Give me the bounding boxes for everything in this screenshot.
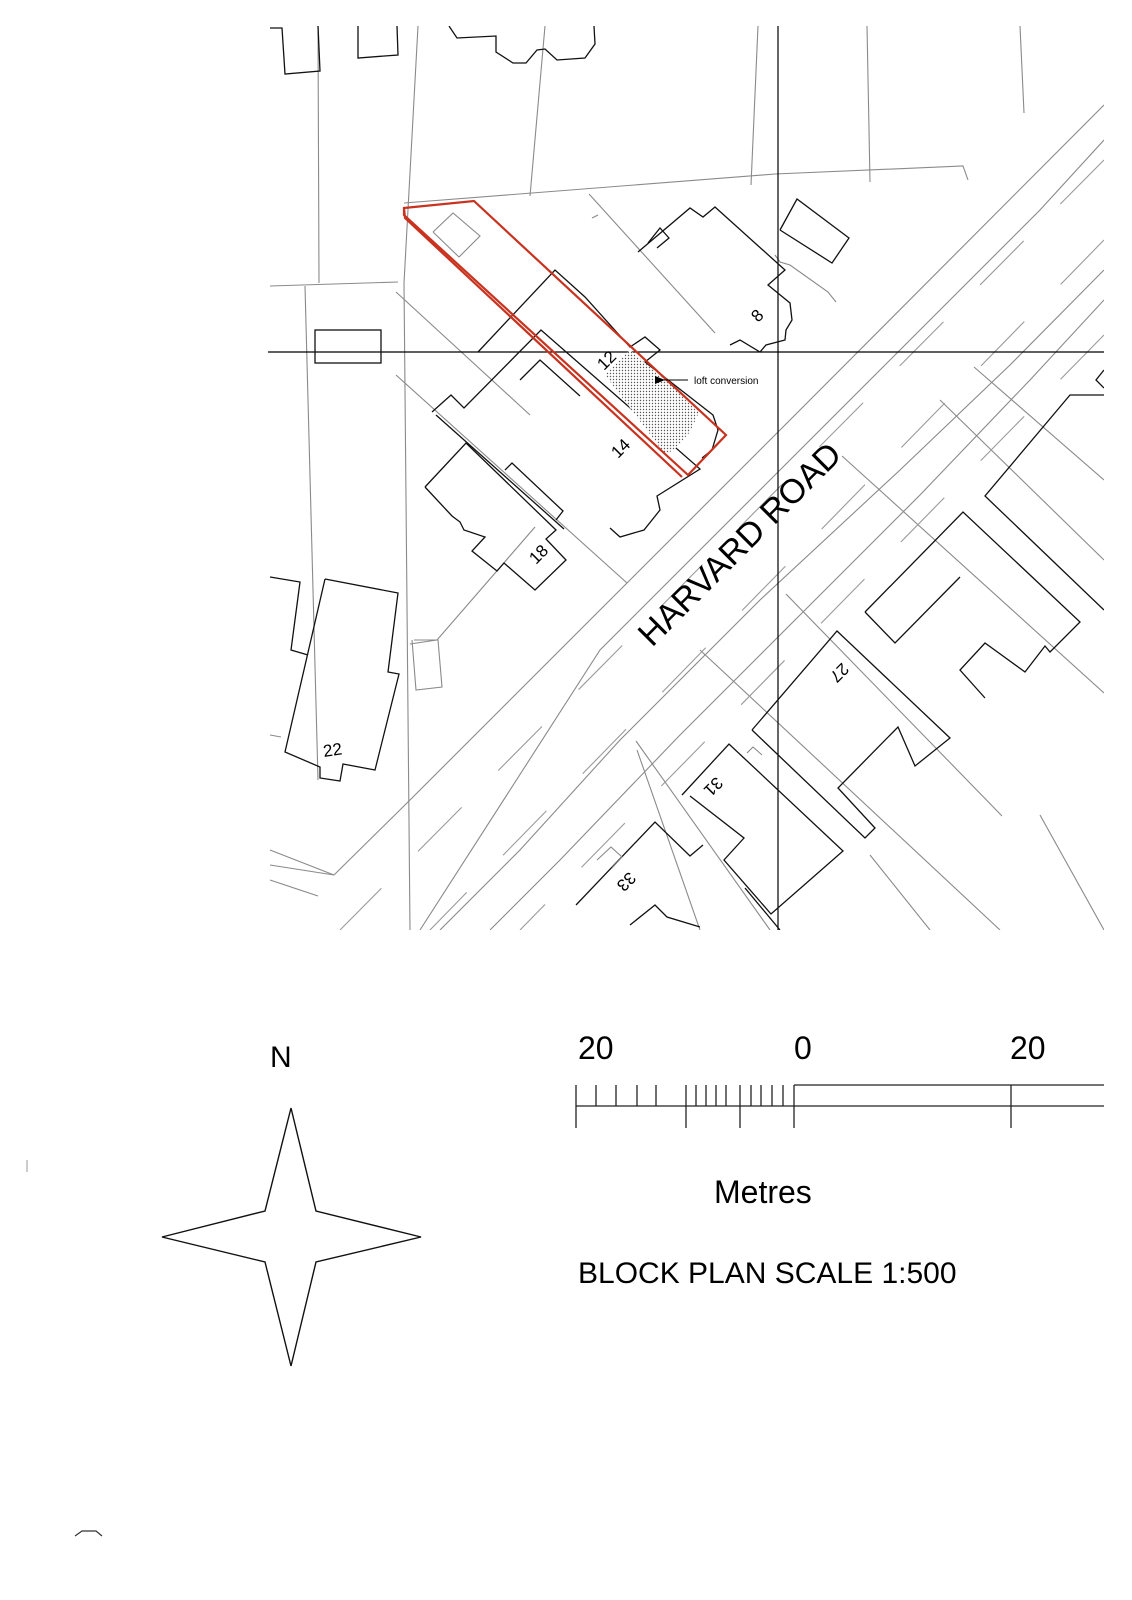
house-number-8: 8	[747, 306, 767, 326]
scale-label-0: 0	[794, 1030, 812, 1066]
north-arrow: N	[161, 1041, 422, 1367]
house-number-14: 14	[607, 435, 634, 462]
site-map: loft conversion 8 12 14 18 22 27 31 33 H…	[268, 26, 1104, 930]
scale-label-left-20: 20	[578, 1030, 614, 1066]
north-label: N	[270, 1041, 292, 1074]
plot-boundaries	[269, 26, 1104, 930]
scale-title: BLOCK PLAN SCALE 1:500	[578, 1257, 957, 1290]
scale-label-right-20: 20	[1010, 1030, 1046, 1066]
loft-conversion-label: loft conversion	[694, 376, 758, 387]
grid-lines	[268, 26, 1104, 930]
buildings	[269, 26, 1104, 930]
house-number-31: 31	[700, 773, 727, 800]
road-name-label: HARVARD ROAD	[631, 435, 849, 653]
compass-star-icon	[161, 1107, 422, 1367]
house-number-33: 33	[613, 868, 640, 895]
house-number-22: 22	[322, 740, 343, 761]
house-number-27: 27	[826, 659, 853, 686]
scale-bar: 20 0 20 Metres BLOCK PLAN SCALE 1:500	[575, 1030, 1104, 1290]
scale-unit-label: Metres	[714, 1174, 812, 1210]
road-lane-markings	[339, 159, 1104, 930]
loft-conversion-hatch	[605, 350, 700, 454]
house-number-18: 18	[525, 541, 552, 568]
scan-mark-corner	[74, 1530, 103, 1537]
harvard-road-edges	[269, 104, 1104, 930]
